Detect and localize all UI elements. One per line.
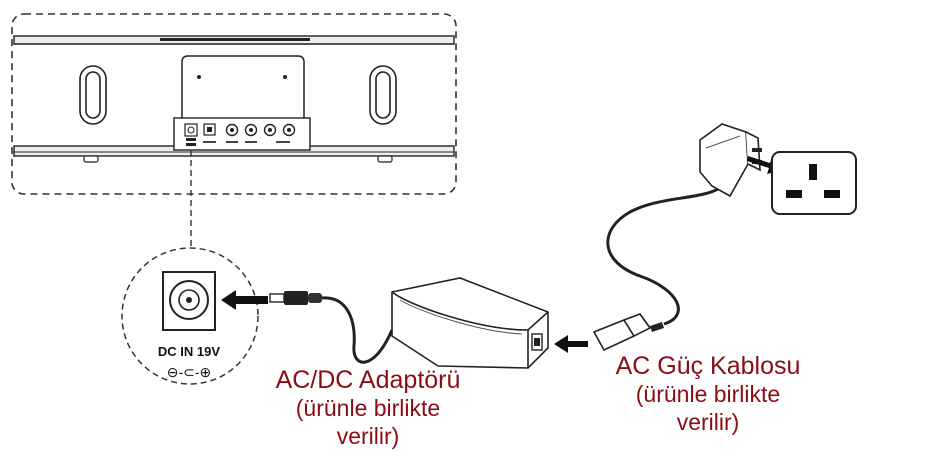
dc-in-label: DC IN 19V <box>158 344 220 359</box>
dc-in-zoom: DC IN 19V ⊖-⊂-⊕ <box>121 247 259 385</box>
optical-port <box>203 123 216 143</box>
speaker-foot-right <box>377 155 393 163</box>
dc-jack-pin <box>186 297 192 303</box>
screw-left <box>197 75 201 79</box>
ac-connector-plug <box>592 313 664 352</box>
cable-caption-line1: AC Güç Kablosu <box>615 352 801 380</box>
dc-jack-inner-ring <box>178 289 200 311</box>
cable-caption-line3: verilir) <box>676 409 740 435</box>
vent-left <box>79 65 107 125</box>
adapter-caption-line2: (ürünle birlikte <box>295 395 441 421</box>
speaker-dashed-outline <box>11 13 457 195</box>
dc-cable <box>321 296 394 364</box>
dc-plug <box>269 291 322 305</box>
cable-caption-line2: (ürünle birlikte <box>635 381 781 407</box>
cable-caption: AC Güç Kablosu (ürünle birlikte verilir) <box>588 352 828 436</box>
adapter-caption-line3: verilir) <box>336 423 400 449</box>
jack-port-2 <box>244 123 258 143</box>
arrow-to-adapter <box>554 335 588 353</box>
polarity-symbol: ⊖-⊂-⊕ <box>167 364 212 380</box>
uk-wall-socket <box>771 151 857 215</box>
adapter-caption: AC/DC Adaptörü (ürünle birlikte verilir) <box>238 366 498 450</box>
ac-cable <box>606 186 721 326</box>
speaker-foot-left <box>83 155 99 163</box>
dc-in-port-small <box>184 123 198 146</box>
arrow-to-dc-port <box>221 290 268 310</box>
screw-right <box>283 75 287 79</box>
jack-port-3 <box>263 123 277 137</box>
jack-port-4 <box>276 123 296 143</box>
acdc-adapter <box>391 277 549 369</box>
adapter-caption-line1: AC/DC Adaptörü <box>275 366 461 394</box>
speaker-rear-view <box>11 13 457 195</box>
jack-port-1 <box>225 123 239 143</box>
vent-right <box>369 65 397 125</box>
